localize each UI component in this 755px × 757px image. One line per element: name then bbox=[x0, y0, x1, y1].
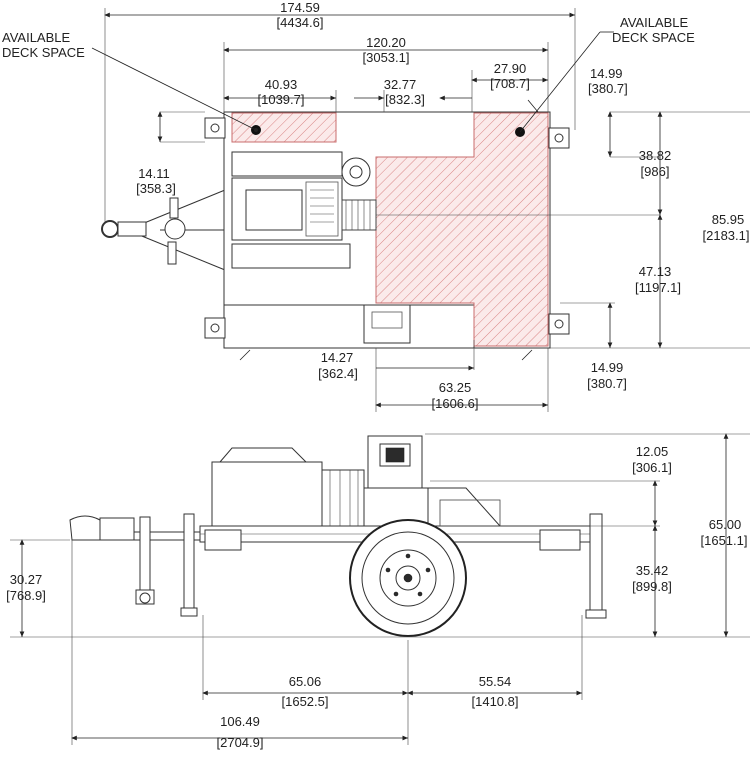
dim-upper-right-depth-mm: [986] bbox=[641, 164, 670, 179]
dim-overall-width: 85.95 bbox=[712, 212, 745, 227]
dim-left-deck: 40.93 bbox=[265, 77, 298, 92]
dim-bottom-notch-mm: [362.4] bbox=[318, 366, 358, 381]
dim-overall-height: 65.00 bbox=[709, 517, 742, 532]
dim-bottom-notch: 14.27 bbox=[321, 350, 354, 365]
top-view-dimensions bbox=[91, 8, 750, 412]
tongue-hitch bbox=[101, 189, 226, 271]
left-callout-line1: AVAILABLE bbox=[2, 30, 70, 45]
dim-deck-length: 120.20 bbox=[366, 35, 406, 50]
dim-hitch-height: 30.27 bbox=[10, 572, 43, 587]
dim-lower-right-depth: 47.13 bbox=[639, 264, 672, 279]
equipment-block bbox=[231, 151, 411, 344]
dim-left-depth-mm: [358.3] bbox=[136, 181, 176, 196]
dim-right-deck-mm: [708.7] bbox=[490, 76, 530, 91]
dim-overall-width-mm: [2183.1] bbox=[703, 228, 750, 243]
side-view bbox=[69, 435, 607, 637]
dim-upper-offset-mm: [306.1] bbox=[632, 460, 672, 475]
dim-deck-height-mm: [899.8] bbox=[632, 579, 672, 594]
dim-overall-height-mm: [1651.1] bbox=[701, 533, 748, 548]
side-view-labels: 12.05 [306.1] 65.00 [1651.1] 30.27 [768.… bbox=[6, 444, 747, 750]
dim-hitch-to-axle-mm: [2704.9] bbox=[217, 735, 264, 750]
dim-middle-gap: 32.77 bbox=[384, 77, 417, 92]
dim-upper-offset: 12.05 bbox=[636, 444, 669, 459]
left-deck-area bbox=[231, 112, 337, 143]
dim-left-depth: 14.11 bbox=[138, 166, 170, 181]
dim-right-deck: 27.90 bbox=[494, 61, 527, 76]
dim-bottom-deck-length-mm: [1606.6] bbox=[432, 396, 479, 411]
right-deck-area bbox=[375, 112, 549, 347]
corner-jacks bbox=[204, 99, 570, 361]
dim-hitch-to-axle: 106.49 bbox=[220, 714, 260, 729]
left-callout-line2: DECK SPACE bbox=[2, 45, 85, 60]
dim-top-right-offset-mm: [380.7] bbox=[588, 81, 628, 96]
side-hitch bbox=[69, 513, 205, 617]
dim-middle-gap-mm: [832.3] bbox=[385, 92, 425, 107]
dim-deck-height: 35.42 bbox=[636, 563, 669, 578]
side-body bbox=[211, 435, 502, 527]
right-callout-line2: DECK SPACE bbox=[612, 30, 695, 45]
dim-overall-length: 174.59 bbox=[280, 0, 320, 15]
dim-axle-to-rear-mm: [1410.8] bbox=[472, 694, 519, 709]
wheel bbox=[349, 519, 467, 637]
dim-hitch-height-mm: [768.9] bbox=[6, 588, 46, 603]
dim-bottom-deck-length: 63.25 bbox=[439, 380, 472, 395]
right-callout-line1: AVAILABLE bbox=[620, 15, 688, 30]
dim-front-to-axle-mm: [1652.5] bbox=[282, 694, 329, 709]
dim-axle-to-rear: 55.54 bbox=[479, 674, 512, 689]
dim-overall-length-mm: [4434.6] bbox=[277, 15, 324, 30]
dim-left-deck-mm: [1039.7] bbox=[258, 92, 305, 107]
top-view-labels: AVAILABLE DECK SPACE AVAILABLE DECK SPAC… bbox=[2, 0, 750, 411]
dim-upper-right-depth: 38.82 bbox=[639, 148, 672, 163]
dim-front-to-axle: 65.06 bbox=[289, 674, 322, 689]
dim-bottom-right-offset: 14.99 bbox=[591, 360, 624, 375]
dim-bottom-right-offset-mm: [380.7] bbox=[587, 376, 627, 391]
dim-deck-length-mm: [3053.1] bbox=[363, 50, 410, 65]
side-view-dimensions bbox=[10, 433, 750, 745]
dim-top-right-offset: 14.99 bbox=[590, 66, 623, 81]
dim-lower-right-depth-mm: [1197.1] bbox=[635, 280, 681, 295]
top-view bbox=[101, 99, 570, 361]
